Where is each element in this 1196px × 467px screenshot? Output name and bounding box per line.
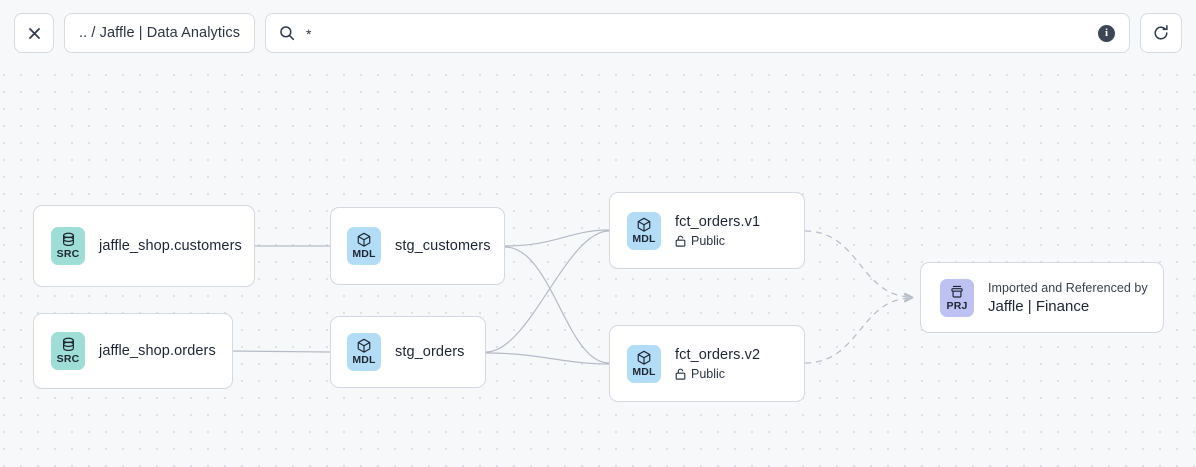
search-input-value[interactable]: * [306, 26, 312, 41]
cube-icon [636, 350, 652, 366]
graph-node-stg-orders[interactable]: MDL stg_orders [330, 316, 486, 388]
cube-icon [636, 217, 652, 233]
node-text: fct_orders.v1 Public [675, 214, 760, 248]
refresh-icon [1152, 24, 1170, 42]
node-title: jaffle_shop.orders [99, 343, 216, 359]
badge-label: PRJ [946, 299, 968, 312]
cube-icon [356, 232, 372, 248]
badge-src: SRC [51, 332, 85, 370]
node-access: Public [675, 367, 760, 381]
graph-node-fct-orders-v2[interactable]: MDL fct_orders.v2 Public [609, 325, 805, 402]
badge-prj: PRJ [940, 278, 974, 317]
badge-src: SRC [51, 227, 85, 265]
breadcrumb-label: .. / Jaffle | Data Analytics [79, 25, 241, 41]
node-text: jaffle_shop.orders [99, 343, 216, 359]
graph-node-src-orders[interactable]: SRC jaffle_shop.orders [33, 313, 233, 389]
badge-mdl: MDL [627, 344, 661, 383]
node-access: Public [675, 234, 760, 248]
cube-icon [356, 338, 372, 354]
badge-label: MDL [352, 248, 376, 261]
breadcrumb[interactable]: .. / Jaffle | Data Analytics [64, 13, 256, 53]
node-text: stg_orders [395, 344, 465, 360]
node-title: stg_orders [395, 344, 465, 360]
node-title: Jaffle | Finance [988, 297, 1090, 315]
badge-mdl: MDL [627, 211, 661, 250]
database-icon [61, 337, 76, 353]
node-title: stg_customers [395, 238, 491, 254]
badge-label: SRC [56, 248, 80, 261]
badge-label: MDL [352, 354, 376, 367]
search-input[interactable]: * i [265, 13, 1130, 53]
toolbar: .. / Jaffle | Data Analytics * i [0, 0, 1196, 66]
database-icon [61, 232, 76, 248]
node-title: fct_orders.v2 [675, 346, 761, 363]
badge-mdl: MDL [347, 333, 381, 371]
graph-node-stg-customers[interactable]: MDL stg_customers [330, 207, 505, 285]
node-kicker: Imported and Referenced by [988, 280, 1148, 295]
refresh-button[interactable] [1140, 13, 1182, 53]
badge-label: MDL [632, 232, 656, 245]
node-title: jaffle_shop.customers [99, 238, 242, 254]
graph-node-fct-orders-v1[interactable]: MDL fct_orders.v1 Public [609, 192, 805, 269]
close-icon [27, 26, 42, 41]
badge-mdl: MDL [347, 227, 381, 265]
node-text: jaffle_shop.customers [99, 238, 242, 254]
search-icon [279, 25, 295, 41]
access-label: Public [691, 366, 726, 381]
unlock-icon [675, 368, 686, 380]
node-text: Imported and Referenced by Jaffle | Fina… [988, 281, 1148, 315]
node-text: stg_customers [395, 238, 491, 254]
close-button[interactable] [14, 13, 54, 53]
graph-node-src-customers[interactable]: SRC jaffle_shop.customers [33, 205, 255, 287]
node-text: fct_orders.v2 Public [675, 347, 760, 381]
project-icon [949, 284, 965, 300]
node-title: fct_orders.v1 [675, 213, 761, 230]
badge-label: MDL [632, 365, 656, 378]
graph-node-project-jaffle-finance[interactable]: PRJ Imported and Referenced by Jaffle | … [920, 262, 1164, 333]
access-label: Public [691, 233, 726, 248]
info-icon[interactable]: i [1098, 24, 1115, 42]
badge-label: SRC [56, 353, 80, 366]
unlock-icon [675, 235, 686, 247]
